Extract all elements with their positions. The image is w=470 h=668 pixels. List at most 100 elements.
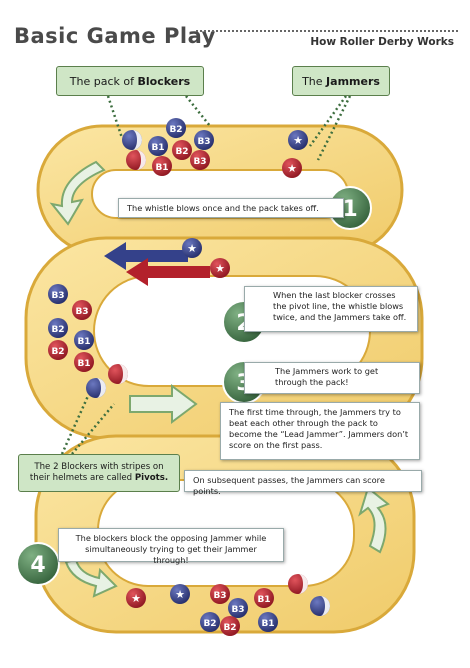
player-left-pivot-blue <box>86 378 106 398</box>
step-1-note: The whistle blows once and the pack take… <box>118 198 344 218</box>
svg-text:B2: B2 <box>223 623 236 633</box>
step-1-text: The whistle blows once and the pack take… <box>127 203 319 213</box>
player-top-b3-red: B3 <box>190 150 210 170</box>
flow-arrows <box>49 160 390 598</box>
svg-text:B2: B2 <box>175 147 188 157</box>
jammer-red-middle: ★ <box>210 258 230 278</box>
pointer-lines <box>60 95 352 455</box>
pivots-label-bold: Pivots. <box>134 473 169 483</box>
top-jammers: ★ ★ <box>282 130 308 178</box>
page-subtitle: How Roller Derby Works <box>310 36 454 48</box>
step-2-note: When the last blocker crosses the pivot … <box>244 286 418 332</box>
svg-text:B1: B1 <box>77 359 90 369</box>
pivots-label-prefix: their helmets are called <box>29 473 135 483</box>
player-bottom-b2-red: B2 <box>220 616 240 636</box>
player-left-b3-red: B3 <box>72 300 92 320</box>
player-bottom-pivot-blue <box>310 596 330 616</box>
star-icon: ★ <box>287 162 297 175</box>
svg-text:B2: B2 <box>51 347 64 357</box>
player-bottom-b2-blue: B2 <box>200 612 220 632</box>
svg-text:B2: B2 <box>51 325 64 335</box>
svg-text:B2: B2 <box>169 125 182 135</box>
player-bottom-b3-red: B3 <box>210 584 230 604</box>
star-icon: ★ <box>187 242 197 255</box>
svg-text:1: 1 <box>342 197 357 222</box>
player-top-pivot-blue <box>122 130 142 150</box>
svg-text:B1: B1 <box>155 163 168 173</box>
svg-text:B2: B2 <box>203 619 216 629</box>
jammers-label-bold: Jammers <box>326 74 380 88</box>
jammer-blue-top: ★ <box>288 130 308 150</box>
star-icon: ★ <box>131 592 141 605</box>
player-left-b1-red: B1 <box>74 352 94 372</box>
svg-text:B3: B3 <box>213 591 226 601</box>
player-top-pivot-red <box>126 150 146 170</box>
jammer-arrows <box>104 242 210 286</box>
svg-text:B3: B3 <box>51 291 64 301</box>
player-top-b2-red: B2 <box>172 140 192 160</box>
svg-text:B3: B3 <box>75 307 88 317</box>
top-pack: B2 B3 B1 B2 B3 B1 <box>122 118 214 176</box>
step-badge-1: 1 <box>328 186 372 230</box>
middle-jammers: ★ ★ <box>182 238 230 278</box>
jammer-red-bottom: ★ <box>126 588 146 608</box>
flow-arrow-top-left <box>49 160 106 226</box>
player-top-b1-red: B1 <box>152 156 172 176</box>
pivots-label: The 2 Blockers with stripes on their hel… <box>18 454 180 492</box>
jammer-blue-middle: ★ <box>182 238 202 258</box>
step-3-first-pass-note: The first time through, the Jammers try … <box>220 402 420 460</box>
blockers-label-prefix: The pack of <box>69 74 134 88</box>
step-2-text: When the last blocker crosses the pivot … <box>273 290 407 323</box>
svg-text:B3: B3 <box>231 605 244 615</box>
step-badge-4: 4 <box>16 542 60 586</box>
step-3-text: The Jammers work to get through the pack… <box>275 366 379 388</box>
page-title: Basic Game Play <box>14 24 216 48</box>
blockers-label-bold: Blockers <box>137 74 191 88</box>
blockers-label: The pack of Blockers <box>56 66 204 96</box>
player-bottom-b1-red: B1 <box>254 588 274 608</box>
step-3-subsequent-note: On subsequent passes, the Jammers can sc… <box>184 470 422 496</box>
red-jammer-arrow <box>126 258 210 286</box>
player-left-b2-red: B2 <box>48 340 68 360</box>
step-3-first-pass-text: The first time through, the Jammers try … <box>229 407 409 451</box>
step-4-text: The blockers block the opposing Jammer w… <box>75 533 267 566</box>
player-left-pivot-red <box>108 364 128 384</box>
player-top-b1-blue: B1 <box>148 136 168 156</box>
blue-jammer-arrow <box>104 242 188 270</box>
step-3-note: The Jammers work to get through the pack… <box>244 362 420 394</box>
player-left-b3-blue: B3 <box>48 284 68 304</box>
star-icon: ★ <box>293 134 303 147</box>
step-4-note: The blockers block the opposing Jammer w… <box>58 528 284 566</box>
jammer-red-top: ★ <box>282 158 302 178</box>
player-bottom-pivot-red <box>288 574 308 594</box>
star-icon: ★ <box>215 262 225 275</box>
jammer-blue-bottom: ★ <box>170 584 190 604</box>
player-top-b3-blue: B3 <box>194 130 214 150</box>
player-bottom-b1-blue: B1 <box>258 612 278 632</box>
svg-text:B1: B1 <box>77 337 90 347</box>
title-divider <box>196 30 458 32</box>
svg-text:B1: B1 <box>257 595 270 605</box>
svg-text:B1: B1 <box>151 143 164 153</box>
player-left-b1-blue: B1 <box>74 330 94 350</box>
player-left-b2-blue: B2 <box>48 318 68 338</box>
step-3-subsequent-text: On subsequent passes, the Jammers can sc… <box>193 475 385 497</box>
player-top-b2-blue: B2 <box>166 118 186 138</box>
left-pack: B3 B3 B2 B1 B2 B1 <box>48 284 128 398</box>
pivots-label-line2: their helmets are called Pivots. <box>30 473 168 484</box>
flow-arrow-middle <box>129 384 198 424</box>
svg-text:B3: B3 <box>197 137 210 147</box>
player-bottom-b3-blue: B3 <box>228 598 248 618</box>
flow-arrow-bottom-right <box>358 486 390 554</box>
flow-arrow-bottom-left <box>64 558 118 598</box>
svg-text:4: 4 <box>30 553 45 578</box>
svg-text:B3: B3 <box>193 157 206 167</box>
svg-text:B1: B1 <box>261 619 274 629</box>
pivots-label-line1: The 2 Blockers with stripes on <box>34 461 164 472</box>
star-icon: ★ <box>175 588 185 601</box>
jammers-label-prefix: The <box>302 74 323 88</box>
bottom-pack: ★ ★ B3 B1 B3 B2 B2 B1 <box>126 574 330 636</box>
jammers-label: The Jammers <box>292 66 390 96</box>
